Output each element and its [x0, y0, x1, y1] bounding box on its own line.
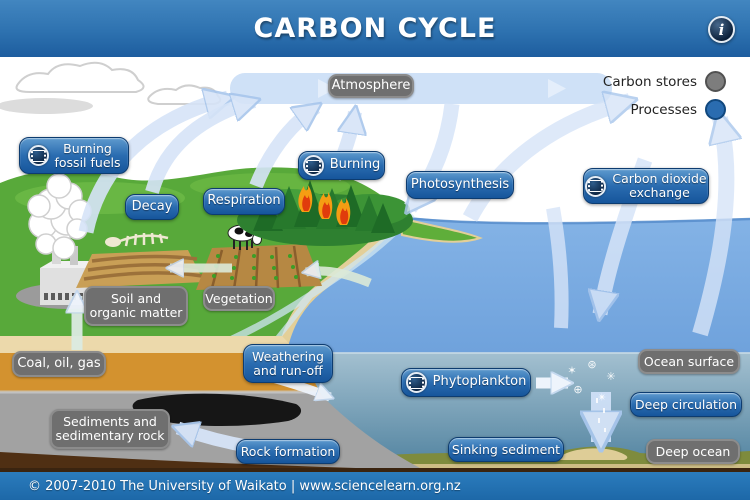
- legend: Carbon stores Processes: [603, 71, 726, 120]
- svg-text:✶: ✶: [567, 364, 576, 377]
- store-swatch: [705, 71, 726, 92]
- smoke: [27, 173, 92, 260]
- store-atmosphere: Atmosphere: [328, 74, 414, 98]
- page-title: CARBON CYCLE: [253, 13, 497, 44]
- process-phytoplankton-button[interactable]: Phytoplankton: [401, 368, 531, 397]
- store-vegetation: Vegetation: [203, 286, 275, 311]
- process-burning-fossil-fuels-button[interactable]: Burning fossil fuels: [19, 137, 129, 174]
- process-photosynthesis-button[interactable]: Photosynthesis: [406, 171, 514, 199]
- svg-text:✴: ✴: [597, 391, 606, 404]
- process-weathering-button[interactable]: Weathering and run-off: [243, 344, 333, 383]
- video-icon: [585, 175, 607, 197]
- video-icon: [302, 155, 324, 176]
- video-icon: [405, 372, 427, 393]
- store-deep-ocean: Deep ocean: [646, 439, 740, 464]
- process-respiration-button[interactable]: Respiration: [203, 188, 285, 215]
- svg-text:✳: ✳: [606, 370, 615, 383]
- atmosphere-band: [230, 73, 612, 104]
- process-sinking-sediment-button[interactable]: Sinking sediment: [448, 437, 564, 462]
- arrow-to-vegetation: [306, 271, 372, 288]
- legend-carbon-stores: Carbon stores: [603, 71, 726, 92]
- animal-skeleton: [105, 232, 169, 247]
- arrow-co2-exchange-up: [692, 118, 726, 337]
- header-bar: CARBON CYCLE: [0, 0, 750, 57]
- process-swatch: [705, 99, 726, 120]
- svg-text:⊕: ⊕: [573, 383, 582, 396]
- legend-processes: Processes: [630, 99, 726, 120]
- store-soil-organic-matter: Soil and organic matter: [84, 286, 188, 326]
- arrow-respiration-to-atmosphere: [249, 107, 316, 189]
- copyright-text: © 2007-2010 The University of Waikato | …: [28, 478, 461, 494]
- process-burning-button[interactable]: Burning: [298, 151, 385, 180]
- arrow-decay-to-atmosphere: [145, 101, 254, 194]
- arrow-into-sea: [546, 206, 569, 329]
- footer-bar: © 2007-2010 The University of Waikato | …: [0, 472, 750, 500]
- plankton-icons: ✶ ⊛ ✳ ⊕ ✴: [567, 358, 615, 404]
- store-ocean-surface: Ocean surface: [638, 349, 740, 374]
- video-icon: [27, 145, 49, 166]
- store-coal-oil-gas: Coal, oil, gas: [12, 351, 106, 377]
- process-carbon-dioxide-exchange-button[interactable]: Carbon dioxide exchange: [583, 168, 709, 204]
- process-decay-button[interactable]: Decay: [125, 194, 179, 220]
- process-rock-formation-button[interactable]: Rock formation: [236, 439, 340, 464]
- svg-text:⊛: ⊛: [587, 358, 596, 371]
- process-deep-circulation-button[interactable]: Deep circulation: [630, 392, 742, 417]
- store-sediments: Sediments and sedimentary rock: [50, 409, 170, 449]
- coal-seam: [132, 393, 302, 427]
- info-icon[interactable]: i: [708, 16, 735, 43]
- ocean-surface-water: [282, 215, 750, 353]
- arrow-fossil-fuels-to-atmosphere: [78, 98, 228, 234]
